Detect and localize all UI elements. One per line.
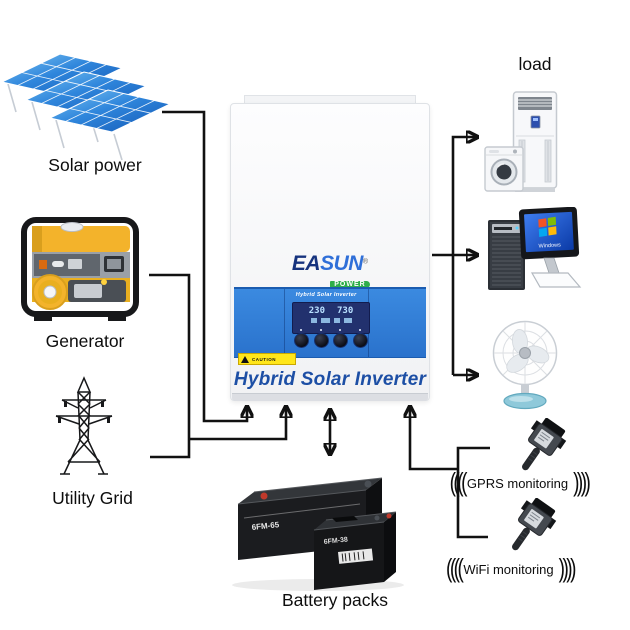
panel-button-2 [313,329,329,348]
wifi-monitoring-label: WiFi monitoring [463,561,554,577]
gprs-monitoring-label: GPRS monitoring [466,475,569,491]
panel-button-1 [294,329,309,348]
windows-flag-icon [538,216,557,238]
solar-panels-icon [1,53,171,161]
solar-power-label: Solar power [48,155,142,175]
panel-divider-left [283,289,285,357]
inverter-front-panel: Hybrid Solar Inverter 230 730 [234,287,426,358]
panel-title: Hybrid Solar Inverter [295,292,357,298]
windows-label: Windows [538,242,561,249]
lcd-value-right: 730 [337,306,354,316]
panel-button-3 [333,329,349,348]
panel-button-4 [352,329,368,348]
connector-load-trunk [451,137,477,375]
utility-grid-tower-icon [55,376,113,475]
battery-large-model-label: 6FM-65 [251,520,280,532]
generator-label: Generator [45,331,125,351]
caution-text: CAUTION [252,356,276,362]
load-label: load [518,54,552,74]
brand-sun: SUN [320,252,363,275]
gprs-dongle-icon [510,418,568,480]
lcd-status-icons [293,318,369,323]
wifi-dongle-icon [500,498,558,560]
utility-grid-label: Utility Grid [52,488,133,508]
control-buttons [294,329,368,348]
inverter-name-text: Hybrid Solar Inverter [233,369,427,390]
connector-monitoring-to-inverter [410,407,458,471]
wifi-waves-left-icon: (((( [446,554,464,584]
brand-ea: EA [291,252,321,275]
gprs-waves-left-icon: (((( [449,468,468,498]
brand-registered-mark: ® [362,258,369,266]
gprs-waves-right-icon: )))) [573,468,591,498]
wifi-waves-right-icon: )))) [558,554,577,584]
lcd-values: 230 730 [293,306,369,316]
lcd-display: 230 730 [292,302,370,334]
warning-triangle-icon [241,355,249,363]
gprs-monitoring-row: (((( GPRS monitoring )))) [444,468,594,498]
fan-icon [492,320,558,410]
battery-packs-label: Battery packs [281,590,389,610]
inverter-bottom-strip [232,393,428,401]
brand-power: POWER [330,281,370,288]
battery-small-model-label: 6FM-38 [323,536,348,545]
battery-packs-icon: 6FM-65 6FM-38 [232,477,404,591]
connector-generator-utility-trunk [149,273,191,459]
wifi-monitoring-row: (((( WiFi monitoring )))) [434,554,586,584]
connector-trunk-to-inverter [189,407,286,441]
computer-icon: Windows [488,207,582,290]
caution-sticker: CAUTION [238,353,296,365]
inverter-brand-logo: EASUN® POWER [230,253,430,290]
hybrid-inverter-unit: EASUN® POWER Hybrid Solar Inverter 230 73… [230,95,430,401]
lcd-value-left: 230 [308,306,325,316]
washing-machine-icon [484,146,524,192]
generator-icon [21,217,139,321]
